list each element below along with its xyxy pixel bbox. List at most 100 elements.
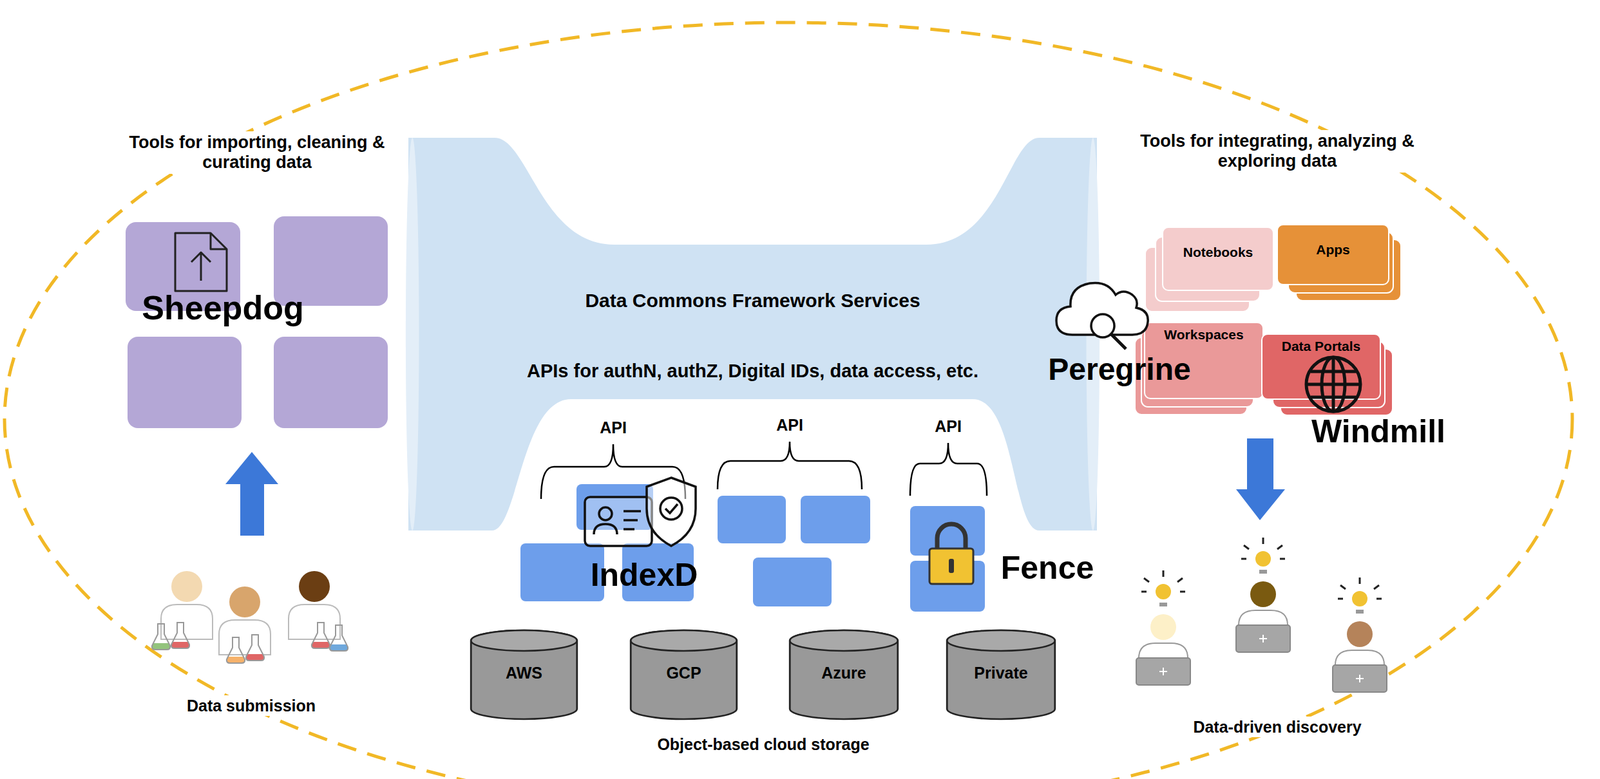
service-box	[717, 495, 786, 544]
storage-cylinder: GCP	[629, 630, 739, 720]
lock-icon	[929, 548, 974, 585]
cylinder-top	[470, 630, 578, 652]
globe-icon	[1321, 357, 1345, 412]
lock-icon	[937, 524, 966, 551]
scientist-figures	[152, 624, 171, 650]
identity-icon	[584, 497, 652, 547]
scientist-figures	[311, 622, 330, 649]
researcher-figures	[1346, 621, 1373, 648]
api-label: API	[776, 416, 804, 435]
node-title: GCP	[629, 664, 739, 683]
cylinder-top	[789, 630, 898, 652]
search-cloud-icon	[1056, 282, 1148, 335]
researcher-figures	[1155, 584, 1172, 600]
service-box	[520, 484, 985, 612]
search-cloud-icon	[1056, 282, 1148, 350]
scientist-figures	[171, 622, 190, 649]
api-brace	[717, 441, 862, 490]
search-cloud-icon	[1091, 314, 1115, 338]
scientist-figures	[288, 604, 341, 640]
stage-caption: Data submission	[181, 695, 321, 717]
scientist-figures	[329, 625, 348, 652]
service-box	[800, 495, 871, 544]
node-title: Data Commons Framework Services	[408, 289, 1097, 312]
scientist-figures	[226, 637, 245, 664]
curation-tiles	[273, 336, 388, 429]
scientist-figures	[298, 571, 330, 603]
curation-tiles	[127, 336, 242, 429]
scientist-figures	[229, 586, 261, 618]
stage-caption: Object-based cloud storage	[657, 735, 869, 755]
framework-band: Data Commons Framework ServicesAPIs for …	[408, 137, 1097, 531]
researcher-figures	[1255, 551, 1271, 567]
boundary-ellipse	[4, 22, 1573, 779]
researcher-figures	[1236, 537, 1291, 653]
search-cloud-icon	[1111, 334, 1126, 350]
node-title: AWS	[469, 664, 579, 683]
globe-icon	[1306, 357, 1361, 412]
upload-icon	[191, 252, 211, 281]
node-title: Notebooks	[1163, 244, 1273, 261]
scientist-figures	[246, 635, 265, 661]
identity-icon	[599, 507, 612, 521]
cylinder-top	[630, 630, 737, 652]
node-title: Apps	[1277, 242, 1389, 258]
section-heading: Tools for importing, cleaning & curating…	[119, 131, 395, 174]
upload-icon	[210, 233, 227, 250]
api-label: API	[599, 418, 627, 438]
node-title: Workspaces	[1145, 327, 1263, 343]
service-box	[910, 561, 985, 612]
component-name: Sheepdog	[141, 290, 304, 326]
section-heading: Tools for integrating, analyzing & explo…	[1129, 130, 1427, 173]
node-title: Private	[945, 664, 1057, 683]
identity-icon	[584, 477, 696, 547]
storage-cylinder: Private	[945, 630, 1057, 720]
storage-cylinder: Azure	[788, 630, 900, 720]
service-box	[752, 557, 832, 607]
upload-icon	[175, 233, 227, 292]
identity-icon	[593, 524, 618, 535]
discovery-arrow	[1236, 489, 1286, 521]
submit-arrow	[225, 452, 279, 536]
component-name: IndexD	[590, 558, 699, 593]
lock-icon	[948, 559, 954, 574]
band-shape	[408, 137, 1097, 531]
component-name: Fence	[1000, 551, 1095, 586]
identity-icon	[665, 504, 678, 514]
upload-icon	[175, 233, 227, 292]
service-box	[576, 484, 654, 531]
lock-icon	[929, 524, 974, 585]
researcher-figures	[1150, 614, 1177, 641]
tool-card: Data Portals	[1261, 333, 1381, 400]
component-name: Windmill	[1311, 414, 1446, 449]
globe-icon	[1306, 357, 1361, 412]
node-title: Azure	[788, 664, 900, 683]
researcher-figures	[1250, 581, 1277, 608]
tool-card: Notebooks	[1161, 226, 1275, 292]
researcher-figures	[1352, 591, 1368, 607]
researcher-figures	[1332, 577, 1387, 693]
tool-card: Apps	[1276, 224, 1390, 286]
globe-icon	[1306, 357, 1361, 412]
identity-icon	[623, 511, 641, 530]
curation-tiles	[125, 216, 388, 429]
stage-caption: Data-driven discovery	[1187, 716, 1367, 739]
discovery-arrow	[1247, 438, 1274, 491]
scientist-figures	[161, 604, 213, 640]
service-box	[910, 506, 985, 556]
node-title: Data Portals	[1262, 338, 1380, 355]
api-brace	[910, 443, 987, 496]
discovery-arrow	[1236, 438, 1286, 521]
cylinder-top	[946, 630, 1056, 652]
scientist-figures	[152, 571, 348, 664]
scientist-figures	[171, 571, 203, 603]
api-label: API	[934, 417, 962, 437]
identity-icon	[660, 497, 683, 520]
researcher-figures	[1136, 570, 1191, 686]
band-end	[405, 137, 420, 531]
band-end	[1086, 137, 1101, 531]
component-name: Peregrine	[1047, 353, 1191, 386]
submit-arrow	[240, 483, 265, 536]
identity-icon	[646, 477, 696, 547]
